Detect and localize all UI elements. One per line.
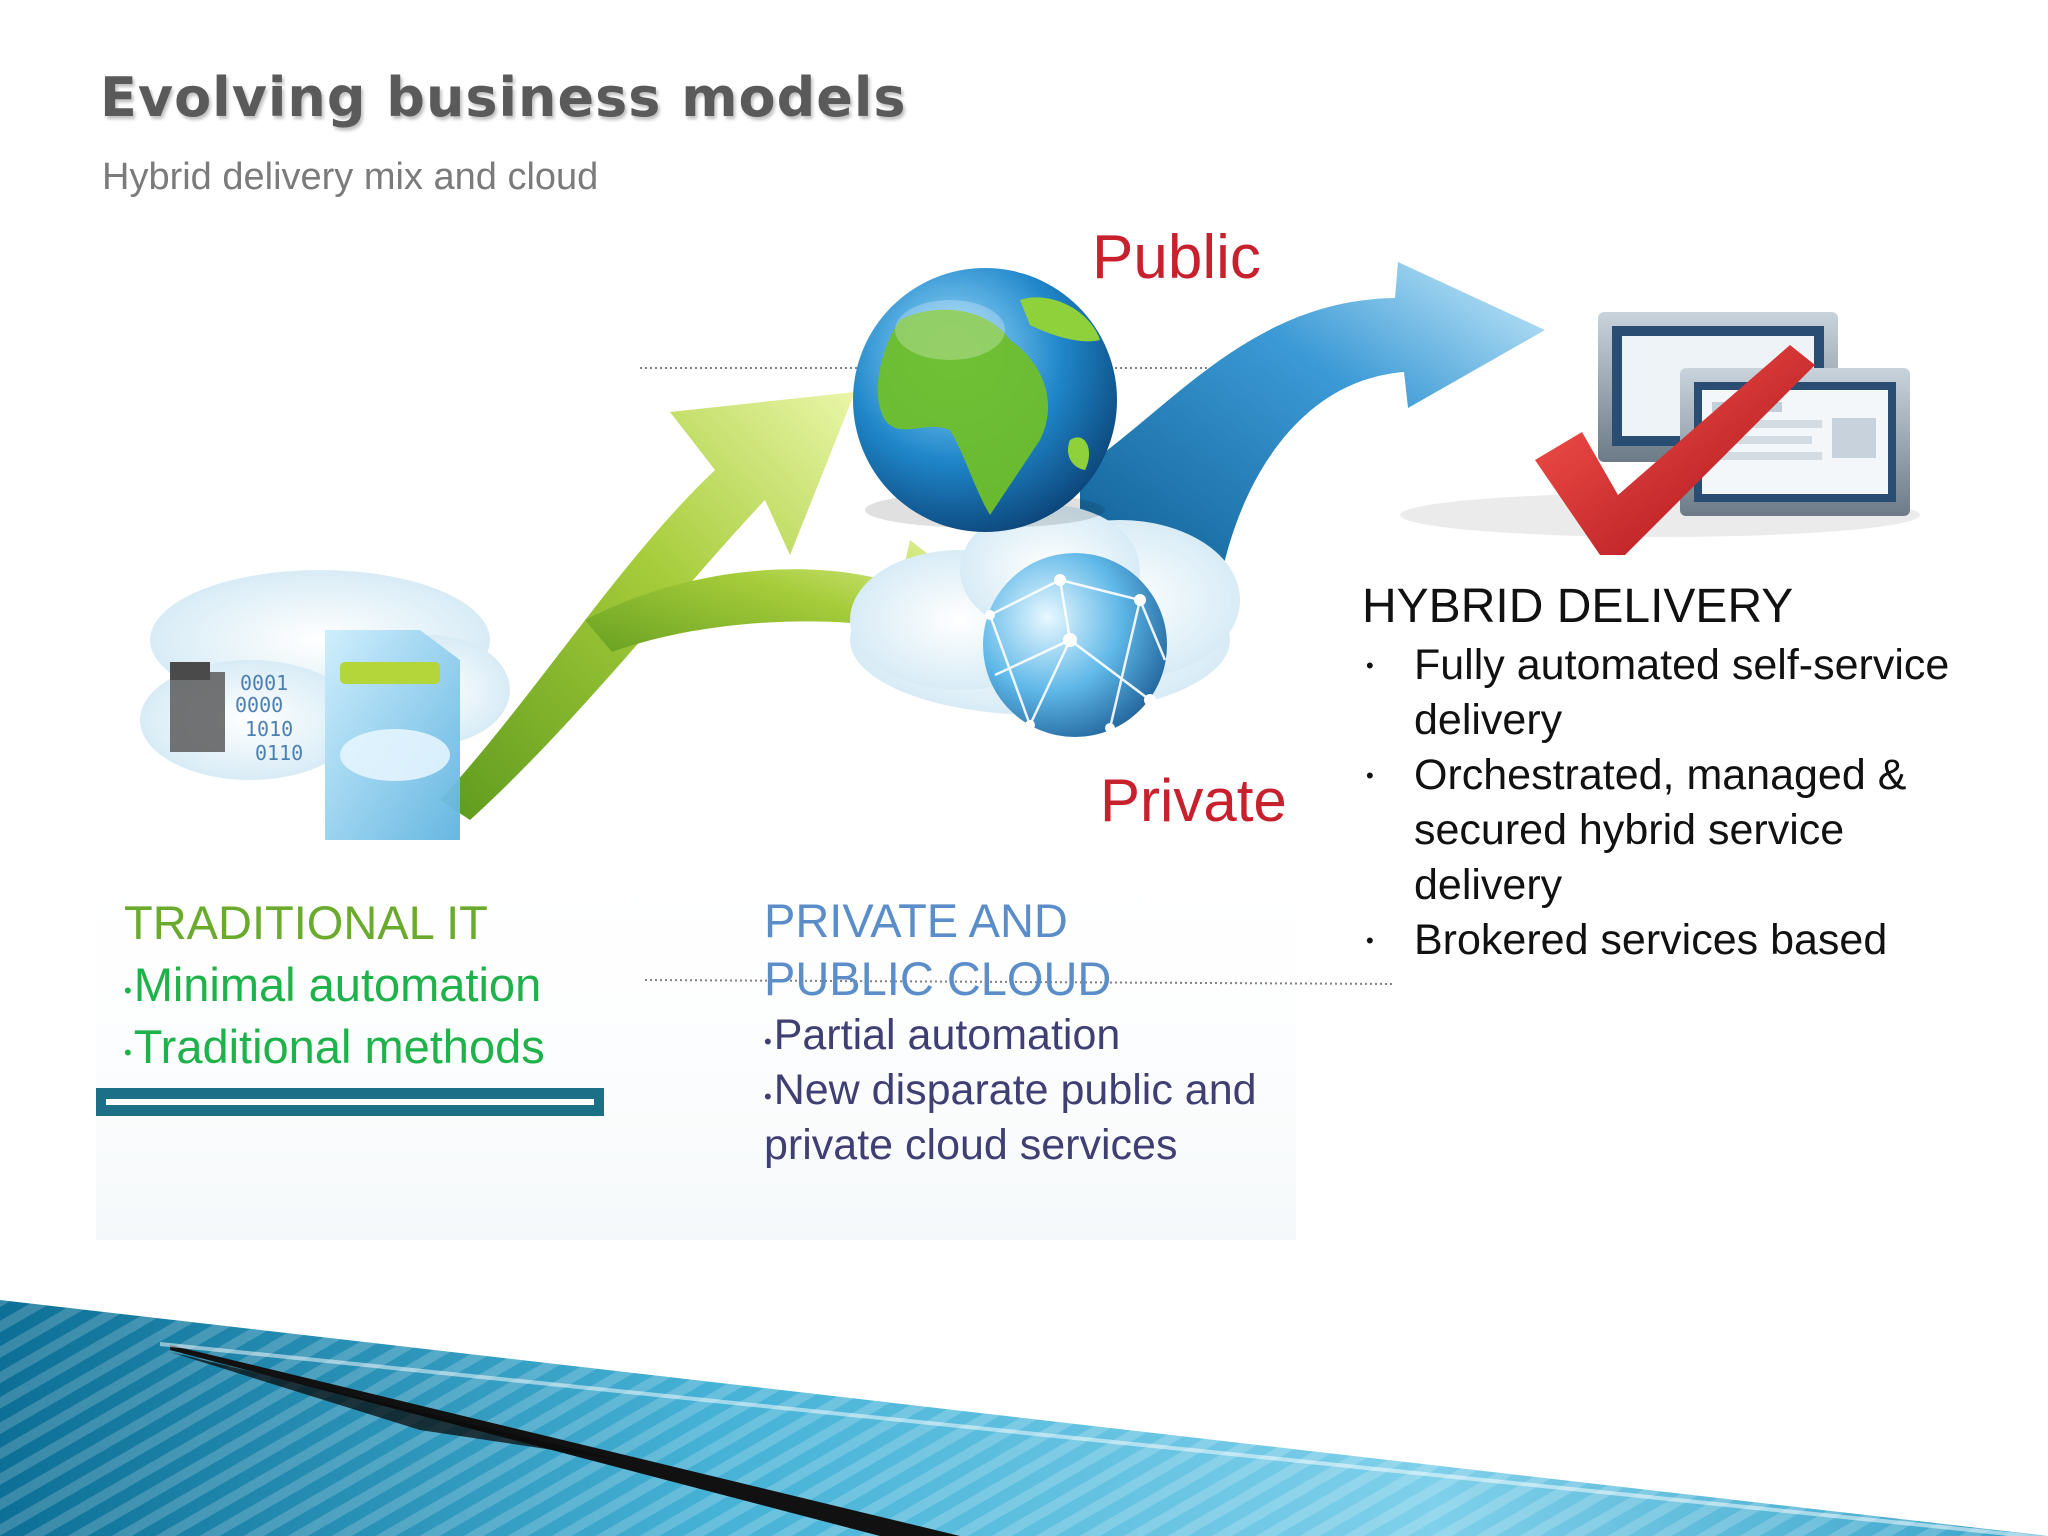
network-globe-graphic [983,553,1167,737]
binary-line-3: 1010 [245,717,293,741]
traditional-item-text: Traditional methods [133,1020,545,1073]
hybrid-item: • Orchestrated, managed & secured hybrid … [1362,748,2002,913]
hybrid-delivery-list: • Fully automated self-service delivery •… [1362,638,2002,968]
slide-title: Evolving business models [100,66,907,129]
bullet-icon: • [124,978,132,1003]
hybrid-delivery-heading: HYBRID DELIVERY [1362,580,1794,633]
blue-arrow [1080,262,1545,588]
hybrid-delivery-graphic [1400,312,1920,555]
cloud-item: •Partial automation [764,1008,1324,1063]
hybrid-item: • Fully automated self-service delivery [1362,638,2002,748]
traditional-underline [96,1088,604,1116]
bullet-icon: • [1366,653,1374,678]
hybrid-item: • Brokered services based [1362,913,2002,968]
traditional-item-text: Minimal automation [133,958,542,1011]
hybrid-item-text: Brokered services based [1414,916,1888,964]
hybrid-delivery-block: HYBRID DELIVERY • Fully automated self-se… [1362,576,2002,968]
slide-subtitle: Hybrid delivery mix and cloud [102,156,599,198]
hybrid-item-text: Fully automated self-service delivery [1414,641,1950,744]
traditional-it-block: TRADITIONAL IT •Minimal automation •Trad… [124,892,545,1078]
earth-globe-graphic [853,268,1117,532]
bullet-icon: • [1366,763,1374,788]
bullet-icon: • [764,1084,772,1109]
hybrid-item-text: Orchestrated, managed & secured hybrid s… [1414,751,1907,909]
traditional-it-heading: TRADITIONAL IT [124,896,488,949]
traditional-item: •Minimal automation [124,954,545,1016]
traditional-it-graphic: 0001 0000 1010 0110 [140,570,510,840]
traditional-item: •Traditional methods [124,1016,545,1078]
bullet-icon: • [1366,928,1374,953]
cloud-item: •New disparate public and [764,1063,1324,1118]
cloud-item-text: New disparate public and [773,1066,1257,1114]
private-public-cloud-heading-line2: PUBLIC CLOUD [764,952,1112,1005]
bullet-icon: • [124,1040,132,1065]
private-public-cloud-heading-line1: PRIVATE AND [764,894,1068,947]
cloud-item-continued: private cloud services [764,1121,1178,1169]
private-public-cloud-block: PRIVATE AND PUBLIC CLOUD •Partial automa… [764,892,1324,1173]
binary-line-1: 0001 [240,671,288,695]
bullet-icon: • [764,1029,772,1054]
public-label: Public [1092,223,1261,292]
footer-banner [0,1300,2048,1536]
binary-line-4: 0110 [255,741,303,765]
private-label: Private [1100,767,1287,834]
reflection-panel [96,820,1296,1240]
guide-line-bottom [644,979,1396,985]
cloud-item-text: Partial automation [773,1011,1121,1059]
binary-line-2: 0000 [235,693,283,717]
